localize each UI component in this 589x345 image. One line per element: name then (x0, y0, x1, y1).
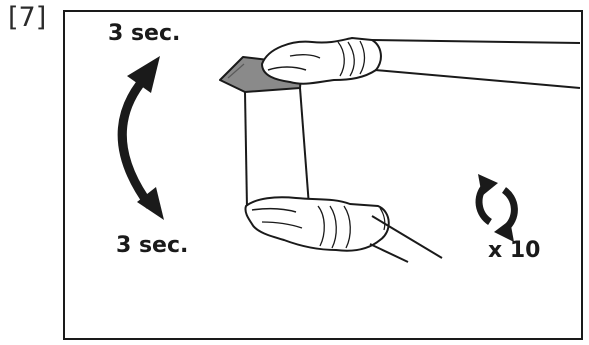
top-glove-hand (262, 38, 580, 88)
strip (245, 88, 309, 208)
double-arrow-icon (122, 56, 164, 220)
bottom-glove-hand (245, 197, 442, 262)
repeat-cycle-icon (478, 174, 514, 242)
